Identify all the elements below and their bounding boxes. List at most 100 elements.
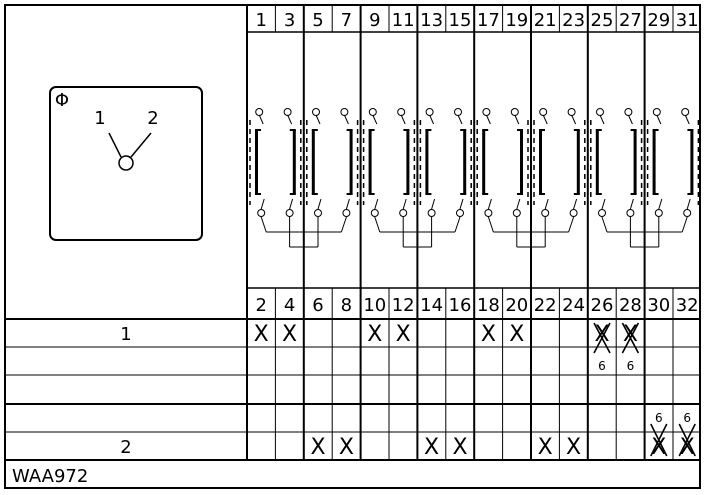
terminal-top-label: 23	[562, 10, 585, 31]
terminal-circle	[312, 108, 320, 116]
contact-bar	[595, 130, 599, 194]
contact-closed-mark: X	[339, 435, 354, 460]
contact-bar	[482, 130, 486, 194]
contact-lead	[258, 114, 264, 125]
contact-lead	[571, 114, 577, 125]
terminal-circle	[456, 209, 464, 217]
terminal-top-label: 15	[449, 10, 472, 31]
contact-overlap-note: 6	[683, 411, 691, 425]
contact-bar	[349, 130, 353, 194]
contact-closed-mark: X	[481, 322, 496, 347]
terminal-circle	[681, 108, 690, 116]
dial-position-2: 2	[147, 108, 158, 129]
contact-lead	[343, 114, 349, 125]
contact-closed-mark-tall	[650, 423, 668, 457]
contact-closed-mark: X	[623, 322, 638, 347]
terminal-circle	[342, 209, 351, 217]
contact-bar	[368, 130, 372, 194]
terminal-circle	[454, 108, 462, 116]
contact-overlap-note: 6	[627, 359, 635, 373]
contact-lead	[684, 114, 690, 125]
contact-lead	[374, 198, 379, 210]
terminal-circle	[510, 108, 519, 116]
row-label-position-2: 2	[120, 437, 131, 458]
contact-closed-mark: X	[566, 435, 581, 460]
terminal-bottom-label: 4	[284, 295, 295, 316]
contact-closed-mark: X	[509, 322, 524, 347]
terminal-circle	[539, 108, 548, 116]
terminal-circle	[283, 108, 292, 116]
phi-symbol: Φ	[55, 90, 69, 111]
terminal-circle	[340, 108, 349, 116]
terminal-circle	[624, 108, 633, 116]
terminal-circle	[427, 209, 436, 217]
contact-closed-mark: X	[310, 435, 325, 460]
terminal-bottom-label: 30	[647, 295, 670, 316]
terminal-top-label: 7	[341, 10, 352, 31]
terminal-circle	[285, 209, 294, 217]
terminal-top-label: 27	[619, 10, 642, 31]
terminal-top-label: 5	[312, 10, 323, 31]
terminal-bottom-label: 10	[363, 295, 386, 316]
row-label-position-1: 1	[120, 324, 131, 345]
wire	[601, 216, 608, 233]
terminal-circle	[569, 209, 578, 217]
terminal-top-label: 19	[505, 10, 528, 31]
terminal-top-label: 25	[591, 10, 614, 31]
terminal-circle	[397, 108, 406, 116]
terminal-circle	[425, 108, 434, 116]
terminal-circle	[652, 108, 661, 116]
contact-lead	[627, 114, 633, 125]
contact-closed-mark: X	[367, 322, 382, 347]
contact-lead	[260, 198, 265, 210]
terminal-bottom-label: 32	[676, 295, 699, 316]
contact-bar	[520, 130, 523, 194]
contact-overlap-note: 6	[598, 359, 606, 373]
contact-lead	[457, 114, 463, 125]
contact-bar	[633, 130, 637, 194]
contact-lead	[686, 198, 691, 210]
contact-closed-mark: X	[396, 322, 411, 347]
contact-lead	[601, 198, 606, 210]
contact-bar	[425, 130, 429, 194]
contact-lead	[487, 198, 492, 210]
terminal-top-label: 17	[477, 10, 500, 31]
wire	[681, 216, 688, 233]
terminal-bottom-label: 2	[255, 295, 266, 316]
dial-position-1: 1	[94, 108, 105, 129]
contact-lead	[431, 198, 436, 210]
contact-closed-mark-tall	[621, 322, 640, 354]
terminal-bottom-label: 22	[534, 295, 557, 316]
diagram-frame	[4, 4, 701, 489]
contact-bar	[652, 130, 656, 194]
terminal-circle	[541, 209, 550, 217]
terminal-bottom-label: 16	[449, 295, 472, 316]
terminal-top-label: 3	[284, 10, 295, 31]
wire	[487, 216, 494, 233]
terminal-top-label: 1	[255, 10, 266, 31]
terminal-circle	[683, 209, 692, 217]
contact-closed-mark: X	[651, 435, 666, 460]
contact-lead	[345, 198, 350, 210]
contact-bar	[255, 130, 258, 194]
terminal-circle	[257, 209, 266, 217]
contact-bar	[539, 130, 542, 194]
contact-lead	[573, 198, 578, 210]
terminal-top-label: 11	[392, 10, 415, 31]
terminal-circle	[484, 209, 493, 217]
terminal-top-label: 9	[369, 10, 380, 31]
terminal-top-label: 21	[534, 10, 557, 31]
terminal-circle	[598, 209, 606, 217]
contact-lead	[289, 198, 294, 210]
wire	[568, 216, 575, 233]
contact-closed-mark: X	[282, 322, 297, 347]
contact-overlap-note: 6	[655, 411, 663, 425]
contact-lead	[287, 114, 293, 125]
contact-lead	[459, 198, 464, 210]
terminal-circle	[314, 209, 322, 217]
terminal-circle	[255, 108, 264, 116]
terminal-top-label: 29	[647, 10, 670, 31]
contact-lead	[402, 198, 407, 210]
